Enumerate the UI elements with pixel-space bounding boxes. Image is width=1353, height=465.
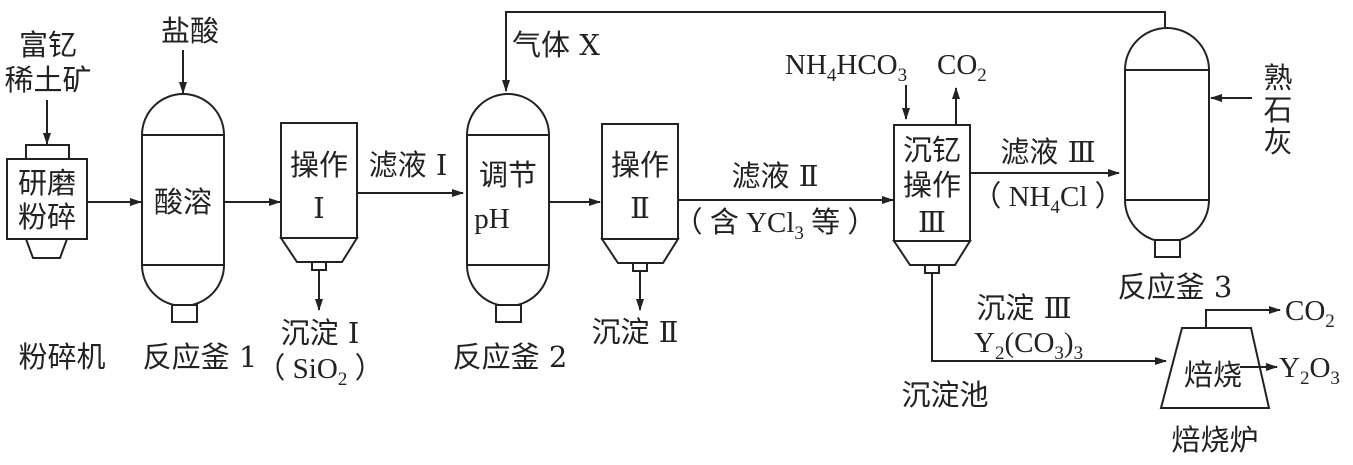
operation-1-outlet xyxy=(311,261,327,271)
reactor-2-caption: 反应釜 2 xyxy=(453,340,568,374)
filtrate-2-note: （ 含 YCl3 等 ） xyxy=(674,206,877,244)
precipitate-1-label: 沉淀 Ⅰ xyxy=(281,316,360,350)
reactor-1-outlet xyxy=(171,304,198,323)
operation-2-label-2: Ⅱ xyxy=(630,193,650,225)
operation-1-label-1: 操作 xyxy=(290,148,348,182)
ore-feed-label-2: 稀土矿 xyxy=(4,63,91,97)
operation-2-body xyxy=(601,123,679,240)
operation-3-label-1: 沉钇 xyxy=(903,133,961,167)
reactor-3-caption: 反应釜 3 xyxy=(1118,270,1233,304)
reactor-3-vessel xyxy=(1124,27,1210,243)
operation-3-caption: 沉淀池 xyxy=(901,378,988,412)
reactor-2-vessel xyxy=(466,93,550,307)
reactor-2 xyxy=(466,93,550,323)
operation-1-unit xyxy=(279,122,359,271)
precipitate-3-label: 沉淀 Ⅲ xyxy=(976,291,1071,325)
crusher-caption: 粉碎机 xyxy=(18,340,105,374)
operation-2-cone xyxy=(600,238,680,264)
operation-3-unit xyxy=(892,124,972,274)
nh4hco3-feed-label: NH4HCO3 xyxy=(785,49,907,86)
reactor-2-outlet xyxy=(495,304,522,323)
operation-2-unit xyxy=(600,123,680,272)
operation-1-body xyxy=(280,122,358,239)
crusher-body xyxy=(6,158,88,240)
furnace xyxy=(1159,327,1271,409)
precipitate-1-formula: （ SiO2 ） xyxy=(256,353,383,390)
filtrate-3-label: 滤液 Ⅲ xyxy=(1000,135,1095,169)
reactor-2-label-2: pH xyxy=(474,203,510,235)
operation-2-label-1: 操作 xyxy=(611,148,669,182)
operation-1-cone xyxy=(279,237,359,263)
reactor-3-outlet xyxy=(1154,239,1181,258)
furnace-label: 焙烧 xyxy=(1184,358,1242,392)
lime-label-1: 熟 xyxy=(1263,61,1292,95)
co2-vent-2-arrow xyxy=(1205,306,1281,328)
filtrate-3-note: （ NH4Cl ） xyxy=(972,181,1123,218)
operation-3-body xyxy=(893,124,971,242)
lime-label-3: 灰 xyxy=(1263,125,1292,159)
ore-feed-label-1: 富钇 xyxy=(19,28,77,62)
reactor-1 xyxy=(141,93,225,323)
filtrate-2-label: 滤液 Ⅱ xyxy=(732,159,819,193)
furnace-caption: 焙烧炉 xyxy=(1171,423,1258,457)
reactor-2-label-1: 调节 xyxy=(479,158,537,192)
operation-3-label-3: Ⅲ xyxy=(918,207,946,239)
co2-vent-2-label: CO2 xyxy=(1285,295,1335,332)
gas-x-recycle-line xyxy=(502,11,1166,92)
co2-vent-1-label: CO2 xyxy=(937,49,987,86)
reactor-3 xyxy=(1124,27,1210,258)
operation-1-label-2: Ⅰ xyxy=(313,193,324,225)
precipitate-2-label: 沉淀 Ⅱ xyxy=(592,315,679,349)
crusher-hopper xyxy=(25,144,70,160)
crusher-label-2: 粉碎 xyxy=(18,200,76,234)
reactor-1-label: 酸溶 xyxy=(154,185,212,219)
gas-x-label: 气体 X xyxy=(512,28,600,62)
product-label: Y2O3 xyxy=(1279,352,1340,389)
acid-feed-label: 盐酸 xyxy=(161,14,219,48)
operation-3-cone xyxy=(892,240,972,266)
lime-label-2: 石 xyxy=(1263,93,1292,127)
precipitate-3-formula: Y2(CO3)3 xyxy=(974,327,1083,364)
filtrate-1-label: 滤液 Ⅰ xyxy=(369,148,448,182)
reactor-1-caption: 反应釜 1 xyxy=(143,340,258,374)
crusher-label-1: 研磨 xyxy=(18,166,76,200)
operation-3-outlet xyxy=(924,264,940,274)
crusher-outlet xyxy=(24,238,69,259)
operation-3-label-2: 操作 xyxy=(903,168,961,202)
operation-2-outlet xyxy=(632,262,648,272)
precipitate-3-line xyxy=(931,273,1167,365)
crusher xyxy=(6,144,88,259)
